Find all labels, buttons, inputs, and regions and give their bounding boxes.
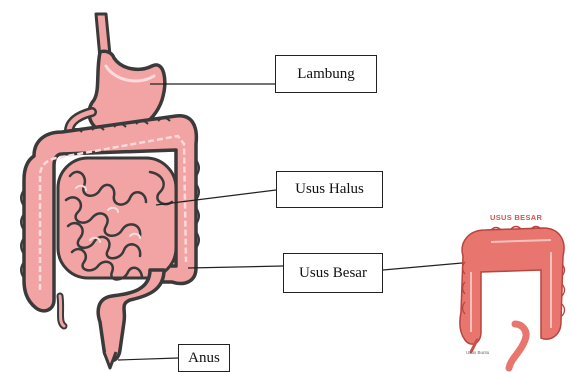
label-stomach: Lambung (275, 55, 377, 93)
leader-line-large-intestine (188, 266, 283, 268)
label-small-intestine: Usus Halus (276, 171, 383, 208)
rectum (98, 270, 164, 361)
anus-tip (104, 352, 116, 368)
inset-title: USUS BESAR (490, 213, 542, 222)
small-intestine (58, 158, 176, 280)
leader-line-anus (118, 358, 178, 360)
large-intestine-inset (451, 212, 571, 372)
inset-caption: Usus Buntu (466, 350, 489, 355)
label-large-intestine: Usus Besar (283, 253, 383, 293)
label-anus: Anus (178, 344, 230, 372)
